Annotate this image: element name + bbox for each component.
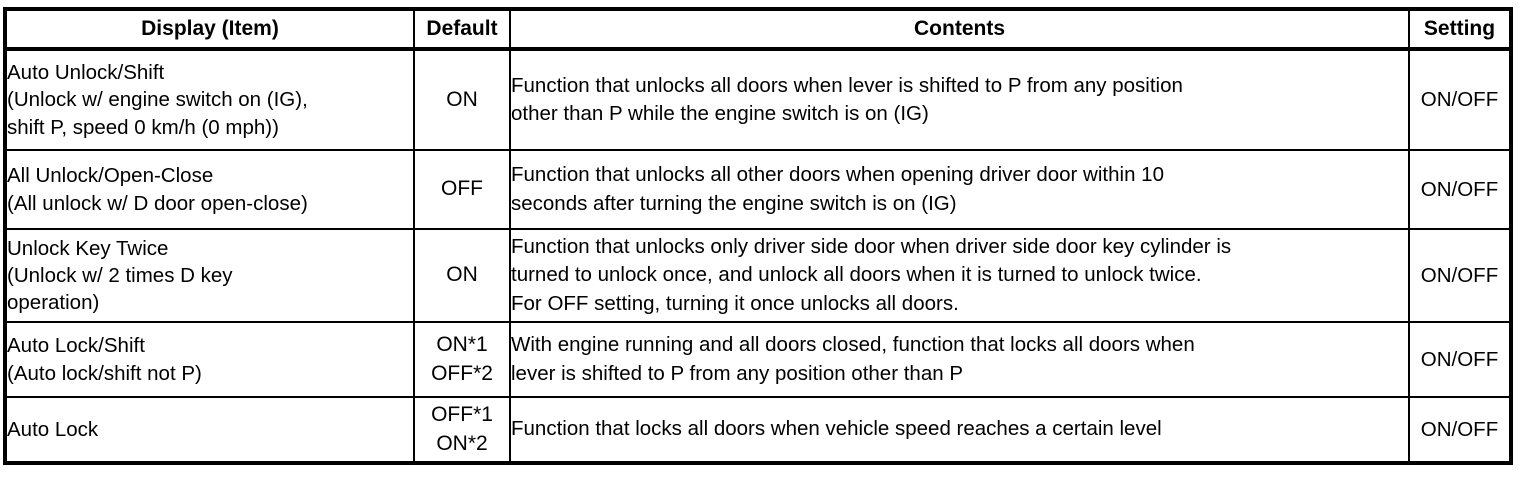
column-header-setting: Setting: [1408, 8, 1512, 51]
contents-line: turned to unlock once, and unlock all do…: [511, 263, 1202, 287]
cell-contents-text: Function that unlocks all other doors wh…: [509, 149, 1410, 230]
cell-contents-text: Function that unlocks only driver side d…: [509, 228, 1410, 323]
display-line: operation): [7, 291, 100, 315]
contents-line: For OFF setting, turning it once unlocks…: [511, 291, 959, 315]
cell-contents-text: Function that unlocks all doors when lev…: [509, 48, 1410, 151]
display-line: (Auto lock/shift not P): [7, 361, 202, 385]
display-line: shift P, speed 0 km/h (0 mph)): [7, 115, 279, 139]
cell-contents-text: With engine running and all doors closed…: [509, 321, 1410, 398]
cell-display-item: All Unlock/Open-Close (All unlock w/ D d…: [4, 149, 415, 230]
cell-display-item: Auto Lock: [4, 396, 415, 465]
table-row: Auto Lock/Shift (Auto lock/shift not P) …: [4, 321, 1512, 398]
cell-default-value: ON: [413, 228, 511, 323]
table-row: Auto Lock OFF*1 ON*2 Function that locks…: [4, 396, 1512, 465]
cell-display-item: Auto Unlock/Shift (Unlock w/ engine swit…: [4, 48, 415, 151]
contents-line: lever is shifted to P from any position …: [511, 361, 964, 385]
display-line: Auto Unlock/Shift: [7, 61, 165, 85]
cell-default-value: ON: [413, 48, 511, 151]
cell-default-value: OFF: [413, 149, 511, 230]
display-line: (Unlock w/ 2 times D key: [7, 263, 233, 287]
default-line: OFF*1: [431, 403, 493, 427]
cell-display-item: Auto Lock/Shift (Auto lock/shift not P): [4, 321, 415, 398]
display-line: Auto Lock/Shift: [7, 334, 145, 358]
cell-default-value: ON*1 OFF*2: [413, 321, 511, 398]
contents-line: Function that unlocks all other doors wh…: [511, 163, 1164, 187]
table-header: Display (Item) Default Contents Setting: [4, 8, 1512, 51]
display-line: Auto Lock: [7, 417, 99, 441]
contents-line: With engine running and all doors closed…: [511, 333, 1195, 357]
contents-line: Function that unlocks all doors when lev…: [511, 73, 1183, 97]
column-header-contents: Contents: [509, 8, 1410, 51]
default-line: ON*1: [436, 333, 488, 357]
column-header-default: Default: [413, 8, 511, 51]
cell-setting-value: ON/OFF: [1408, 48, 1512, 151]
cell-setting-value: ON/OFF: [1408, 321, 1512, 398]
default-line: ON*2: [436, 431, 488, 455]
cell-default-value: OFF*1 ON*2: [413, 396, 511, 465]
default-line: ON: [446, 263, 478, 287]
contents-line: Function that locks all doors when vehic…: [511, 417, 1162, 441]
contents-line: other than P while the engine switch is …: [511, 102, 929, 125]
cell-contents-text: Function that locks all doors when vehic…: [509, 396, 1410, 465]
default-line: ON: [446, 87, 478, 111]
door-lock-settings-table: Display (Item) Default Contents Setting …: [3, 7, 1513, 465]
cell-setting-value: ON/OFF: [1408, 228, 1512, 323]
contents-line: seconds after turning the engine switch …: [511, 191, 957, 215]
cell-setting-value: ON/OFF: [1408, 396, 1512, 465]
display-line: (All unlock w/ D door open-close): [7, 191, 308, 215]
table-header-row: Display (Item) Default Contents Setting: [4, 8, 1512, 51]
cell-display-item: Unlock Key Twice (Unlock w/ 2 times D ke…: [4, 228, 415, 323]
default-line: OFF: [441, 177, 483, 201]
display-line: Unlock Key Twice: [7, 236, 169, 260]
table-row: All Unlock/Open-Close (All unlock w/ D d…: [4, 149, 1512, 230]
display-line: All Unlock/Open-Close: [7, 164, 214, 188]
default-line: OFF*2: [431, 361, 493, 385]
table-body: Auto Unlock/Shift (Unlock w/ engine swit…: [4, 48, 1512, 465]
contents-line: Function that unlocks only driver side d…: [511, 235, 1232, 259]
column-header-display: Display (Item): [4, 8, 415, 51]
table-row: Unlock Key Twice (Unlock w/ 2 times D ke…: [4, 228, 1512, 323]
table-row: Auto Unlock/Shift (Unlock w/ engine swit…: [4, 48, 1512, 151]
cell-setting-value: ON/OFF: [1408, 149, 1512, 230]
display-line: (Unlock w/ engine switch on (IG),: [7, 88, 308, 112]
